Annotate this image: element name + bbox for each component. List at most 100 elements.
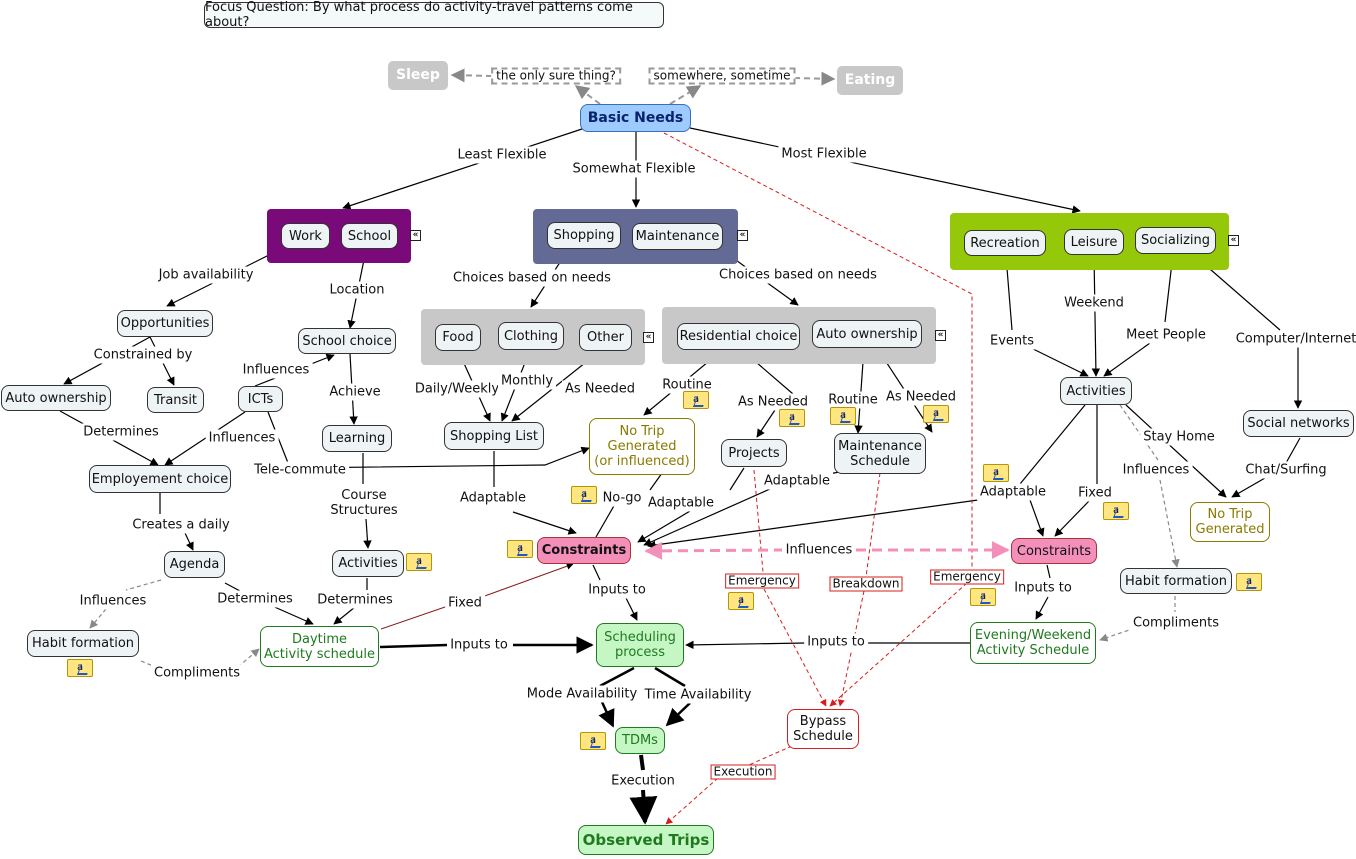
note-icon[interactable]: a [406,553,432,571]
work-node[interactable]: Work [281,223,330,249]
link-label-daily-weekly: Daily/Weekly [411,380,503,398]
expand-icon[interactable]: « [410,230,421,241]
note-icon[interactable]: a [571,486,597,504]
link-label-events: Events [986,332,1038,350]
link-label-routine-auto: Routine [825,391,881,409]
link-label-job-availability: Job availability [155,266,257,284]
link-label-tele-commute: Tele-commute [251,461,349,479]
residential-choice-node[interactable]: Residential choice [677,323,800,350]
scheduling-line-1: Scheduling [604,630,676,645]
constraints-right-node[interactable]: Constraints [1011,538,1097,564]
recreation-node[interactable]: Recreation [964,230,1046,256]
maint-line-2: Schedule [850,453,910,469]
expand-icon[interactable]: « [1228,235,1239,246]
link-label-location: Location [326,281,388,299]
other-node[interactable]: Other [579,324,632,351]
link-label-choices-needs-1: Choices based on needs [450,269,614,287]
activities-left-node[interactable]: Activities [332,550,404,577]
note-icon[interactable]: a [830,407,856,425]
scheduling-line-2: process [615,645,665,660]
link-label-execution-tdms: Execution [608,772,678,790]
projects-node[interactable]: Projects [721,439,787,467]
link-label-least-flexible: Least Flexible [454,146,550,164]
constraints-mid-node[interactable]: Constraints [537,537,631,564]
habit-formation-left-node[interactable]: Habit formation [27,630,139,657]
expand-icon[interactable]: « [737,230,748,241]
link-label-weekend: Weekend [1061,294,1127,312]
course-line-2: Structures [330,503,398,518]
no-trip-line-3: (or influenced) [594,454,690,469]
socializing-node[interactable]: Socializing [1135,227,1216,254]
bypass-schedule-node[interactable]: Bypass Schedule [787,709,859,749]
school-choice-node[interactable]: School choice [298,328,396,354]
no-trip-right-line-2: Generated [1195,522,1265,537]
habit-formation-right-node[interactable]: Habit formation [1120,568,1232,594]
note-icon[interactable]: a [983,464,1009,482]
note-icon[interactable]: a [67,659,93,677]
link-label-creates-daily: Creates a daily [129,516,233,534]
evening-schedule-node[interactable]: Evening/Weekend Activity Schedule [970,622,1096,664]
no-trip-right-node[interactable]: No Trip Generated [1190,502,1270,542]
note-icon[interactable]: a [970,588,996,606]
observed-trips-node[interactable]: Observed Trips [578,825,714,855]
link-label-determines-auto: Determines [80,423,162,441]
link-label-determines-agenda: Determines [214,590,296,608]
note-icon[interactable]: a [507,540,533,558]
opportunities-node[interactable]: Opportunities [117,310,213,337]
link-label-meet-people: Meet People [1123,326,1209,344]
focus-question: Focus Question: By what process do activ… [204,0,664,30]
scheduling-process-node[interactable]: Scheduling process [596,623,684,667]
link-label-determines-act: Determines [314,591,396,609]
auto-ownership-left-node[interactable]: Auto ownership [1,385,111,411]
link-label-somewhere: somewhere, sometime [648,67,796,85]
note-icon[interactable]: a [580,732,606,750]
note-icon[interactable]: a [1103,502,1129,520]
daytime-schedule-node[interactable]: Daytime Activity schedule [260,626,379,667]
link-label-somewhat-flexible: Somewhat Flexible [569,160,699,178]
clothing-node[interactable]: Clothing [498,322,564,350]
food-node[interactable]: Food [435,324,481,351]
bypass-line-2: Schedule [793,729,853,744]
link-label-compliments-right: Compliments [1130,614,1222,632]
shopping-list-node[interactable]: Shopping List [444,422,544,450]
link-label-adaptable-maint: Adaptable [760,472,834,490]
sleep-node[interactable]: Sleep [388,61,448,90]
employement-choice-node[interactable]: Employement choice [89,465,231,493]
link-label-breakdown: Breakdown [829,576,903,592]
tdms-node[interactable]: TDMs [615,727,665,754]
link-label-inputs-to-daytime: Inputs to [447,636,511,654]
no-trip-right-line-1: No Trip [1207,507,1253,522]
link-label-stay-home: Stay Home [1140,428,1218,446]
leisure-node[interactable]: Leisure [1064,229,1124,255]
maintenance-node[interactable]: Maintenance [632,223,723,250]
shopping-node[interactable]: Shopping [547,222,621,249]
transit-node[interactable]: Transit [147,387,204,413]
maintenance-schedule-node[interactable]: Maintenance Schedule [834,433,926,474]
note-icon[interactable]: a [779,409,805,427]
link-label-no-go: No-go [599,489,645,507]
note-icon[interactable]: a [923,405,949,423]
link-label-execution-bypass: Execution [710,764,776,780]
activities-right-node[interactable]: Activities [1060,377,1132,405]
auto-ownership-node[interactable]: Auto ownership [812,320,922,348]
note-icon[interactable]: a [728,592,754,610]
social-networks-node[interactable]: Social networks [1243,410,1354,437]
agenda-node[interactable]: Agenda [164,551,225,578]
link-label-constrained-by: Constrained by [90,346,196,364]
expand-icon[interactable]: « [935,330,946,341]
icts-node[interactable]: ICTs [238,386,283,412]
link-label-course-structures: Course Structures [327,487,401,519]
link-label-choices-needs-2: Choices based on needs [716,266,880,284]
note-icon[interactable]: a [683,391,709,409]
no-trip-influenced-node[interactable]: No Trip Generated (or influenced) [589,418,695,475]
school-node[interactable]: School [341,223,398,249]
learning-node[interactable]: Learning [322,425,392,452]
link-label-adaptable-shop: Adaptable [456,489,530,507]
basic-needs-node[interactable]: Basic Needs [580,104,691,132]
eating-node[interactable]: Eating [837,66,903,95]
maint-line-1: Maintenance [838,438,922,454]
link-label-as-needed-shop: As Needed [561,380,639,398]
link-label-influences-icts: Influences [239,361,313,379]
note-icon[interactable]: a [1236,573,1262,591]
expand-icon[interactable]: « [643,332,654,343]
